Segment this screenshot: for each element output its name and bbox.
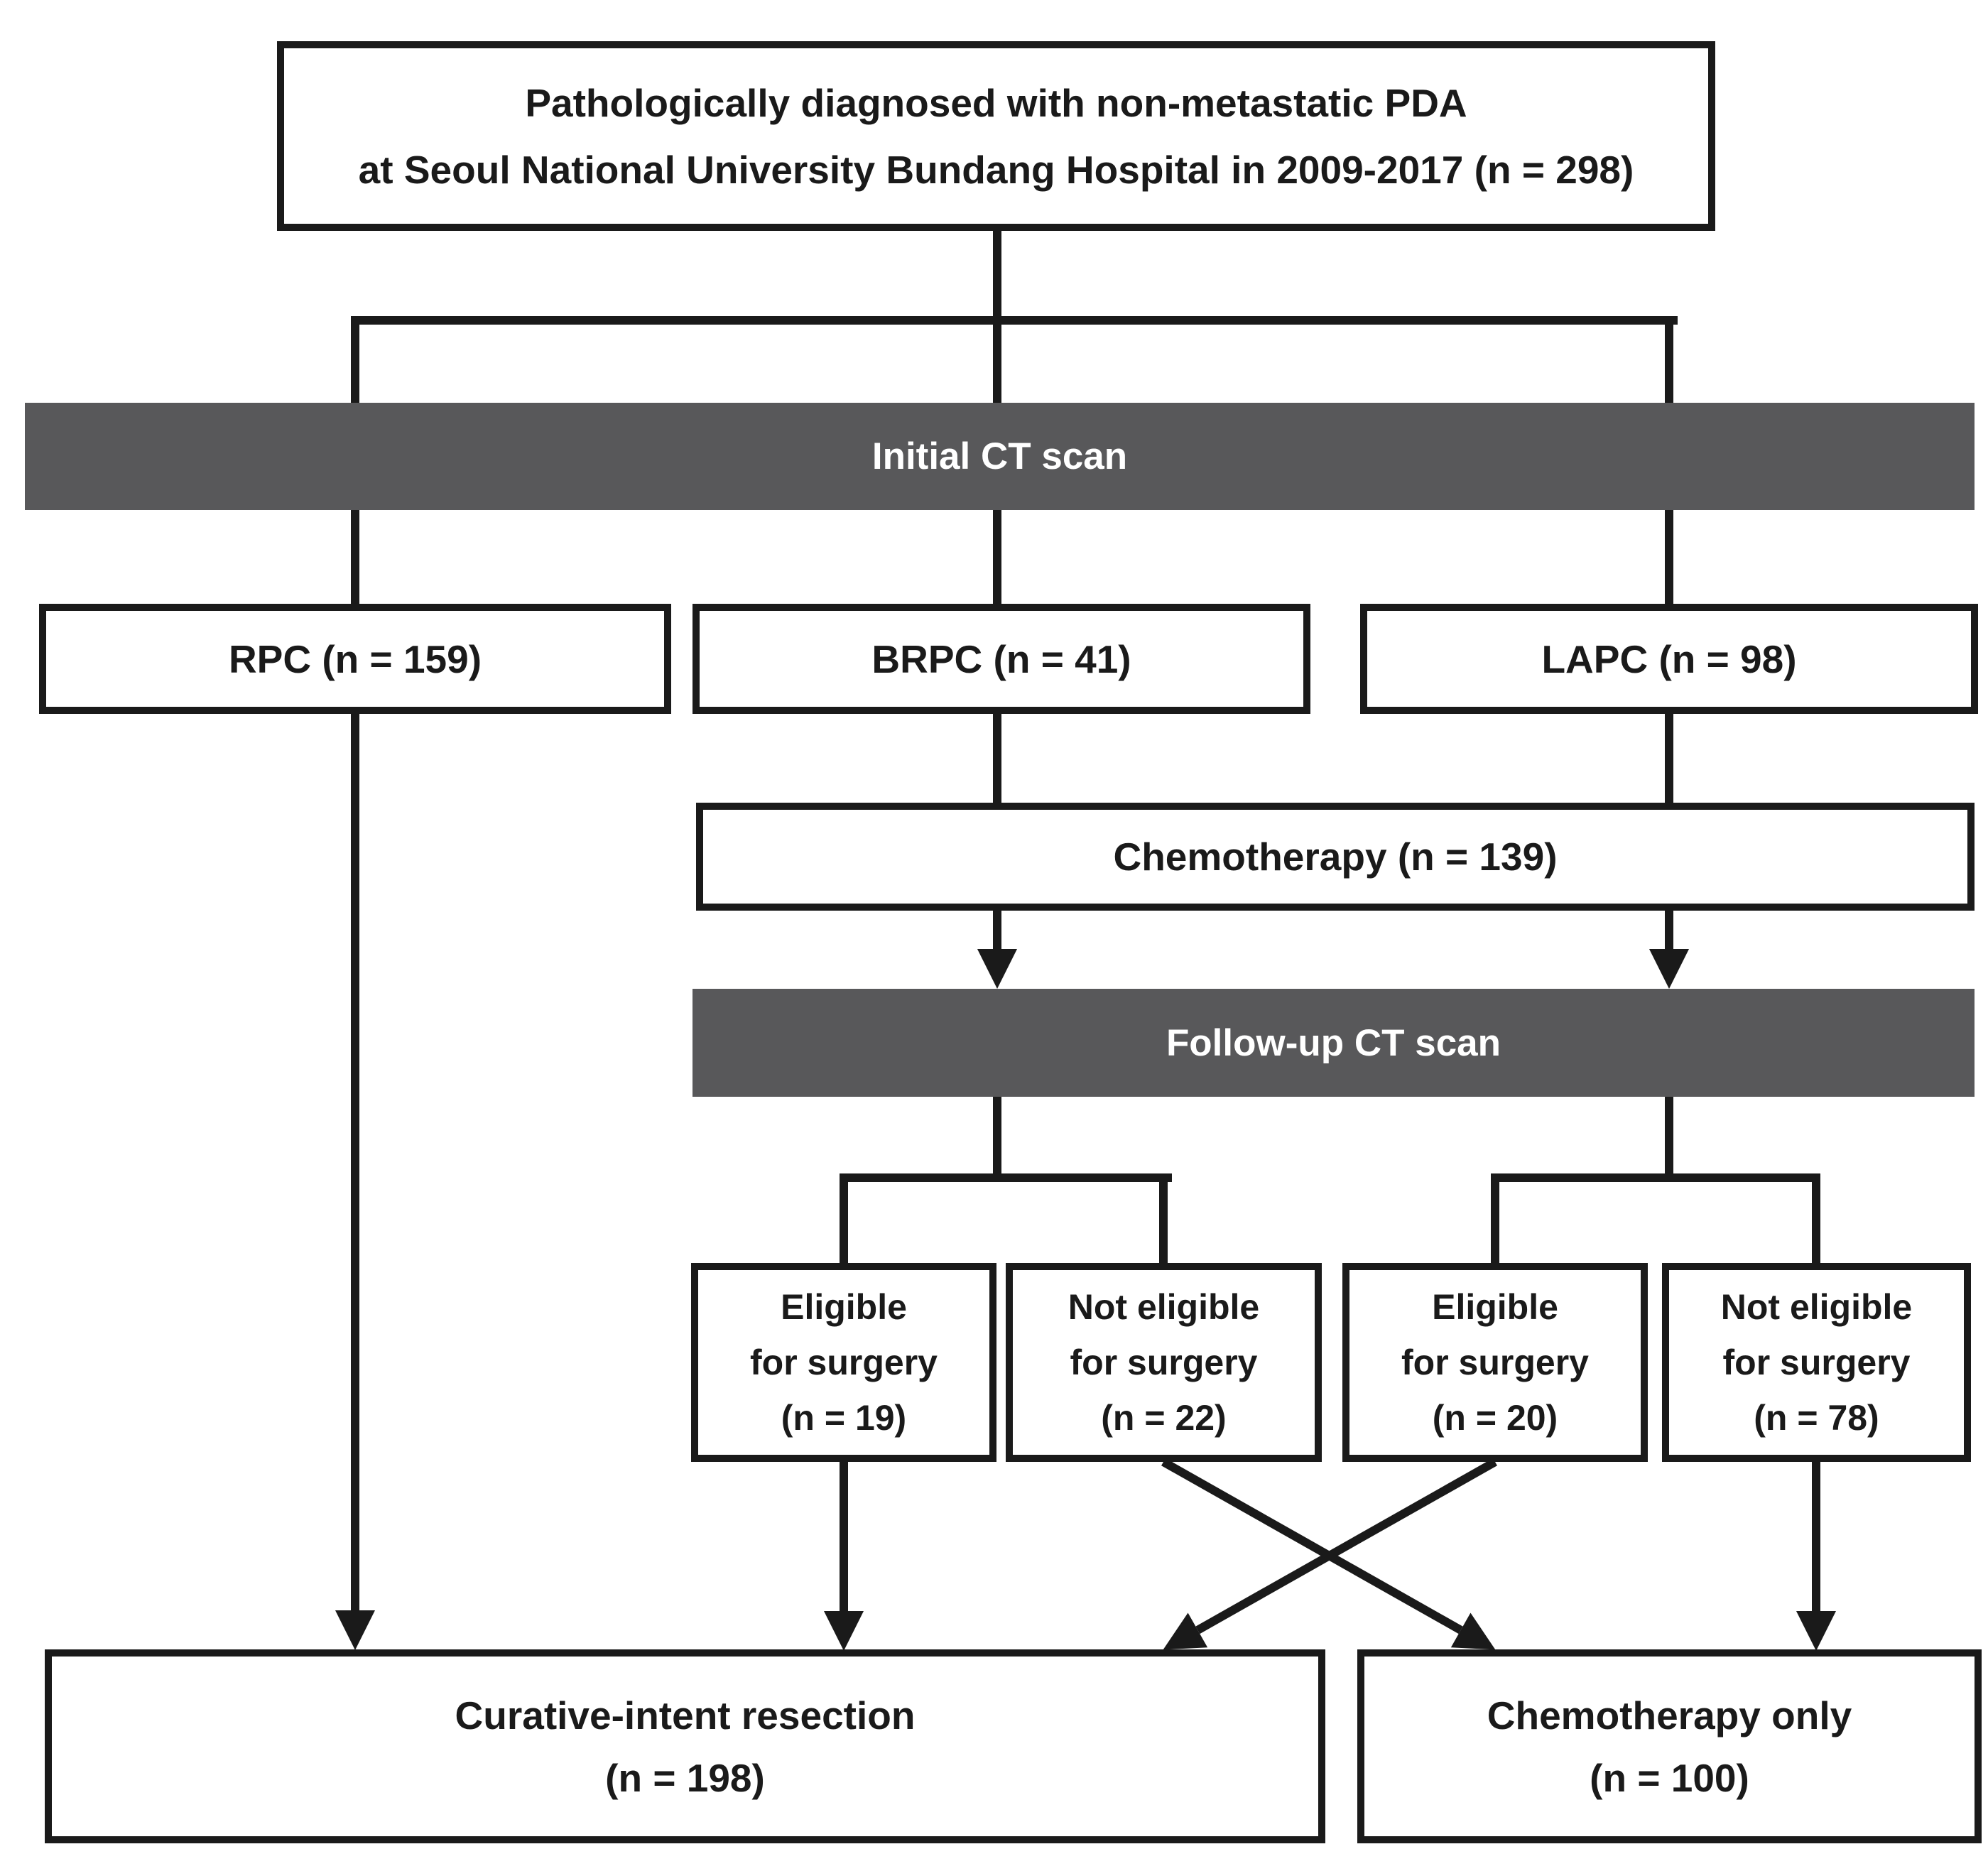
- box-lapc-eligible-line3: (n = 20): [1432, 1398, 1558, 1438]
- box-lapc-eligible: Eligible for surgery (n = 20): [1342, 1263, 1648, 1462]
- box-chemotherapy-label: Chemotherapy (n = 139): [1113, 835, 1558, 879]
- connector-brpc-upper: [993, 316, 1001, 403]
- box-lapc-not-eligible-line1: Not eligible: [1720, 1287, 1913, 1327]
- box-lapc: LAPC (n = 98): [1360, 604, 1978, 714]
- connector-top-stem: [993, 231, 1001, 316]
- arrow-chemo-to-followup-left: [977, 911, 1017, 989]
- arrow-noteligible22-to-chemoonly: [1161, 1458, 1463, 1634]
- connector-rpc-upper: [351, 316, 359, 403]
- connector-rpc-mid: [351, 510, 359, 604]
- box-lapc-label: LAPC (n = 98): [1541, 636, 1797, 681]
- banner-followup-ct-scan: Follow-up CT scan: [692, 989, 1975, 1097]
- box-curative-resection-line2: (n = 198): [605, 1755, 765, 1800]
- box-diagnosis: Pathologically diagnosed with non-metast…: [277, 41, 1715, 231]
- box-brpc-not-eligible-line3: (n = 22): [1101, 1398, 1227, 1438]
- box-brpc-eligible-line2: for surgery: [750, 1343, 938, 1382]
- box-brpc-label: BRPC (n = 41): [871, 636, 1131, 681]
- box-brpc-eligible-line3: (n = 19): [781, 1398, 907, 1438]
- box-lapc-not-eligible-line3: (n = 78): [1754, 1398, 1879, 1438]
- box-brpc-eligible-line1: Eligible: [781, 1287, 907, 1327]
- connector-brpc-split-bar: [840, 1173, 1172, 1182]
- connector-lapc-upper: [1665, 316, 1673, 403]
- connector-lapc-split-right-leg: [1812, 1173, 1820, 1263]
- box-brpc-not-eligible-line1: Not eligible: [1068, 1287, 1260, 1327]
- box-chemotherapy-only: Chemotherapy only (n = 100): [1357, 1649, 1982, 1843]
- box-chemotherapy-only-line2: (n = 100): [1590, 1755, 1749, 1800]
- connector-branch-bar: [351, 316, 1678, 325]
- banner-initial-ct-scan-label: Initial CT scan: [871, 435, 1128, 477]
- box-chemotherapy-only-line1: Chemotherapy only: [1487, 1693, 1852, 1737]
- box-lapc-eligible-line2: for surgery: [1401, 1343, 1589, 1382]
- box-curative-resection: Curative-intent resection (n = 198): [45, 1649, 1325, 1843]
- box-lapc-eligible-line1: Eligible: [1432, 1287, 1558, 1327]
- box-rpc: RPC (n = 159): [39, 604, 671, 714]
- connector-lapc-mid: [1665, 510, 1673, 604]
- box-diagnosis-line1: Pathologically diagnosed with non-metast…: [525, 80, 1467, 125]
- arrow-rpc-to-resection: [335, 714, 375, 1650]
- box-lapc-not-eligible: Not eligible for surgery (n = 78): [1662, 1263, 1971, 1462]
- box-brpc-eligible: Eligible for surgery (n = 19): [691, 1263, 996, 1462]
- arrow-eligible20-to-resection: [1195, 1458, 1497, 1634]
- connector-brpc-split-right-leg: [1159, 1173, 1168, 1263]
- arrow-eligible19-to-resection: [824, 1462, 864, 1651]
- connector-lapc-split-bar: [1491, 1173, 1820, 1182]
- banner-initial-ct-scan: Initial CT scan: [25, 403, 1975, 510]
- connector-followup-lapc-stem: [1665, 1097, 1673, 1173]
- arrow-noteligible78-to-chemoonly: [1796, 1462, 1836, 1651]
- connector-brpc-mid: [993, 510, 1001, 604]
- connector-followup-brpc-stem: [993, 1097, 1001, 1173]
- box-brpc: BRPC (n = 41): [692, 604, 1310, 714]
- connector-lapc-to-chemo: [1665, 714, 1673, 803]
- box-rpc-label: RPC (n = 159): [228, 636, 482, 681]
- arrow-chemo-to-followup-right: [1649, 911, 1689, 989]
- connector-brpc-to-chemo: [993, 714, 1001, 803]
- box-diagnosis-line2: at Seoul National University Bundang Hos…: [358, 147, 1634, 192]
- banner-followup-ct-scan-label: Follow-up CT scan: [1166, 1021, 1501, 1064]
- box-brpc-not-eligible: Not eligible for surgery (n = 22): [1006, 1263, 1322, 1462]
- box-chemotherapy: Chemotherapy (n = 139): [696, 803, 1975, 911]
- connector-lapc-split-left-leg: [1491, 1173, 1499, 1263]
- box-curative-resection-line1: Curative-intent resection: [455, 1693, 916, 1737]
- connector-brpc-split-left-leg: [840, 1173, 848, 1263]
- box-lapc-not-eligible-line2: for surgery: [1722, 1343, 1911, 1382]
- box-brpc-not-eligible-line2: for surgery: [1070, 1343, 1258, 1382]
